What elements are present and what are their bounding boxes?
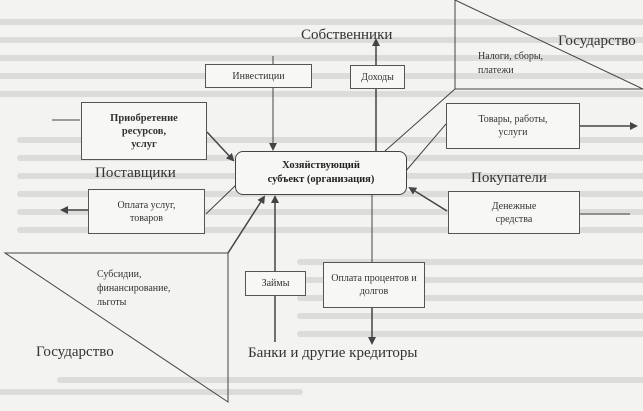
- money-in-line: [408, 186, 448, 212]
- payment-link-line: [205, 184, 237, 215]
- subsidies-label: Субсидии, финансирование, льготы: [97, 269, 171, 308]
- center-entity-line1: Хозяйствующий: [282, 160, 360, 171]
- income-label: Доходы: [361, 71, 394, 83]
- taxes-label: Налоги, сборы, платежи: [478, 51, 544, 76]
- money-box: Денежные средства: [448, 191, 580, 234]
- payment-services-box: Оплата услуг, товаров: [88, 189, 205, 234]
- party-state-bottom: Государство: [36, 344, 114, 360]
- loans-label: Займы: [261, 278, 290, 289]
- state-top-triangle: [454, 0, 643, 90]
- acquisition-line: [206, 131, 235, 162]
- center-entity-line2: субъект (организация): [267, 174, 375, 185]
- party-banks: Банки и другие кредиторы: [248, 345, 418, 361]
- goods-link-line: [404, 123, 447, 173]
- acquisition-box: Приобретение ресурсов, услуг: [81, 102, 207, 160]
- party-suppliers: Поставщики: [95, 165, 176, 181]
- subsidies-line: [227, 195, 266, 254]
- center-entity: Хозяйствующий субъект (организация): [235, 151, 407, 195]
- interest-payment-box: Оплата процентов и долгов: [323, 262, 425, 308]
- income-box: Доходы: [350, 65, 405, 89]
- goods-box: Товары, работы, услуги: [446, 103, 580, 149]
- party-buyers: Покупатели: [471, 170, 547, 186]
- loans-box: Займы: [245, 271, 306, 296]
- tax-line: [384, 88, 456, 152]
- party-state-top: Государство: [558, 33, 636, 49]
- state-bottom-triangle: [3, 252, 229, 403]
- investments-box: Инвестиции: [205, 64, 312, 88]
- investments-label: Инвестиции: [232, 70, 285, 82]
- party-owners: Собственники: [301, 27, 393, 43]
